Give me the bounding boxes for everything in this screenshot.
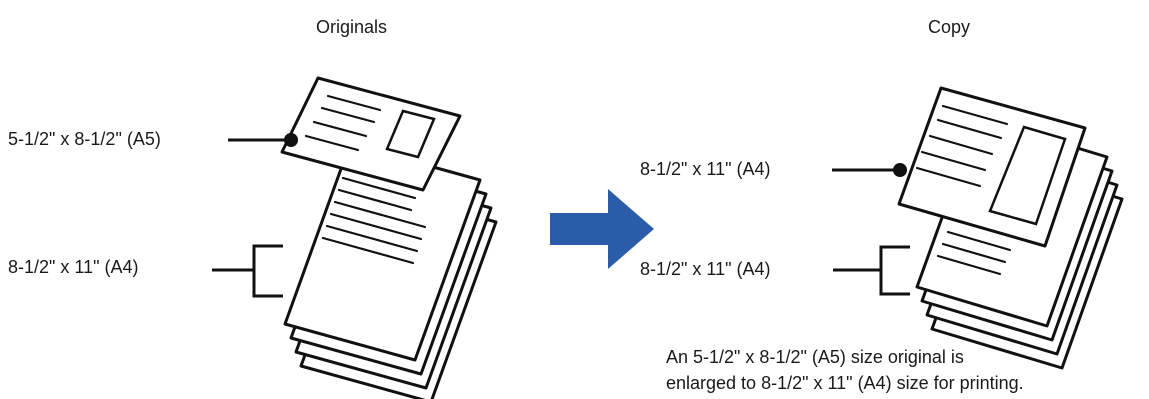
caption: An 5-1/2" x 8-1/2" (A5) size original is… <box>666 344 1024 396</box>
copy-a4-text-lines <box>936 230 1012 276</box>
copy-pages-label: 8-1/2" x 11" (A4) <box>640 259 771 279</box>
large-originals-label: 8-1/2" x 11" (A4) <box>8 257 139 277</box>
copy-enlarged-page <box>897 86 1087 248</box>
original-a5-page <box>280 76 462 192</box>
caption-line-1: An 5-1/2" x 8-1/2" (A5) size original is <box>666 347 964 367</box>
copy-pages-bracket <box>833 245 910 296</box>
caption-line-2: enlarged to 8-1/2" x 11" (A4) size for p… <box>666 373 1024 393</box>
enlarged-page-label: 8-1/2" x 11" (A4) <box>640 159 771 179</box>
enlarged-leader-dot <box>893 163 907 177</box>
a5-leader-dot <box>284 133 298 147</box>
original-a4-stack <box>283 142 498 399</box>
original-a4-text-lines <box>321 176 427 265</box>
original-a4-page-1 <box>283 142 482 362</box>
right-arrow-icon <box>550 189 654 269</box>
a4-originals-bracket <box>212 244 283 298</box>
small-original-label: 5-1/2" x 8-1/2" (A5) <box>8 129 161 149</box>
copy-title: Copy <box>928 17 971 37</box>
originals-title: Originals <box>316 17 388 37</box>
